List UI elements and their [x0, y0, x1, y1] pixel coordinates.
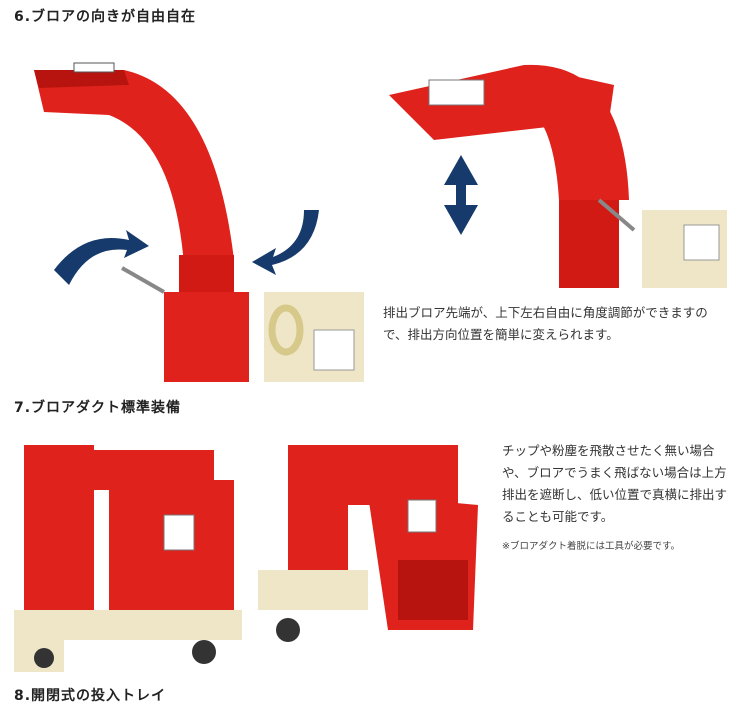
up-down-arrow-icon — [444, 155, 478, 235]
duct-front-photo — [258, 440, 488, 652]
duct-side-photo — [14, 440, 242, 672]
rotate-right-arrow-icon — [252, 210, 319, 275]
blower-rotation-photo — [14, 30, 364, 382]
section-8-heading: 8.開閉式の投入トレイ — [14, 688, 167, 704]
rotate-left-arrow-icon — [54, 230, 149, 285]
section-6-heading: 6.ブロアの向きが自由自在 — [14, 9, 197, 25]
section-7-heading: 7.ブロアダクト標準装備 — [14, 400, 182, 416]
duct-description: チップや粉塵を飛散させたく無い場合や、ブロアでうまく飛ばない場合は上方排出を遮断… — [502, 443, 728, 524]
adjust-description: 排出ブロア先端が、上下左右自由に角度調節ができますので、排出方向位置を簡単に変え… — [383, 305, 708, 342]
duct-note: ※ブロアダクト着脱には工具が必要です。 — [502, 541, 681, 552]
blower-tilt-photo — [384, 60, 727, 288]
